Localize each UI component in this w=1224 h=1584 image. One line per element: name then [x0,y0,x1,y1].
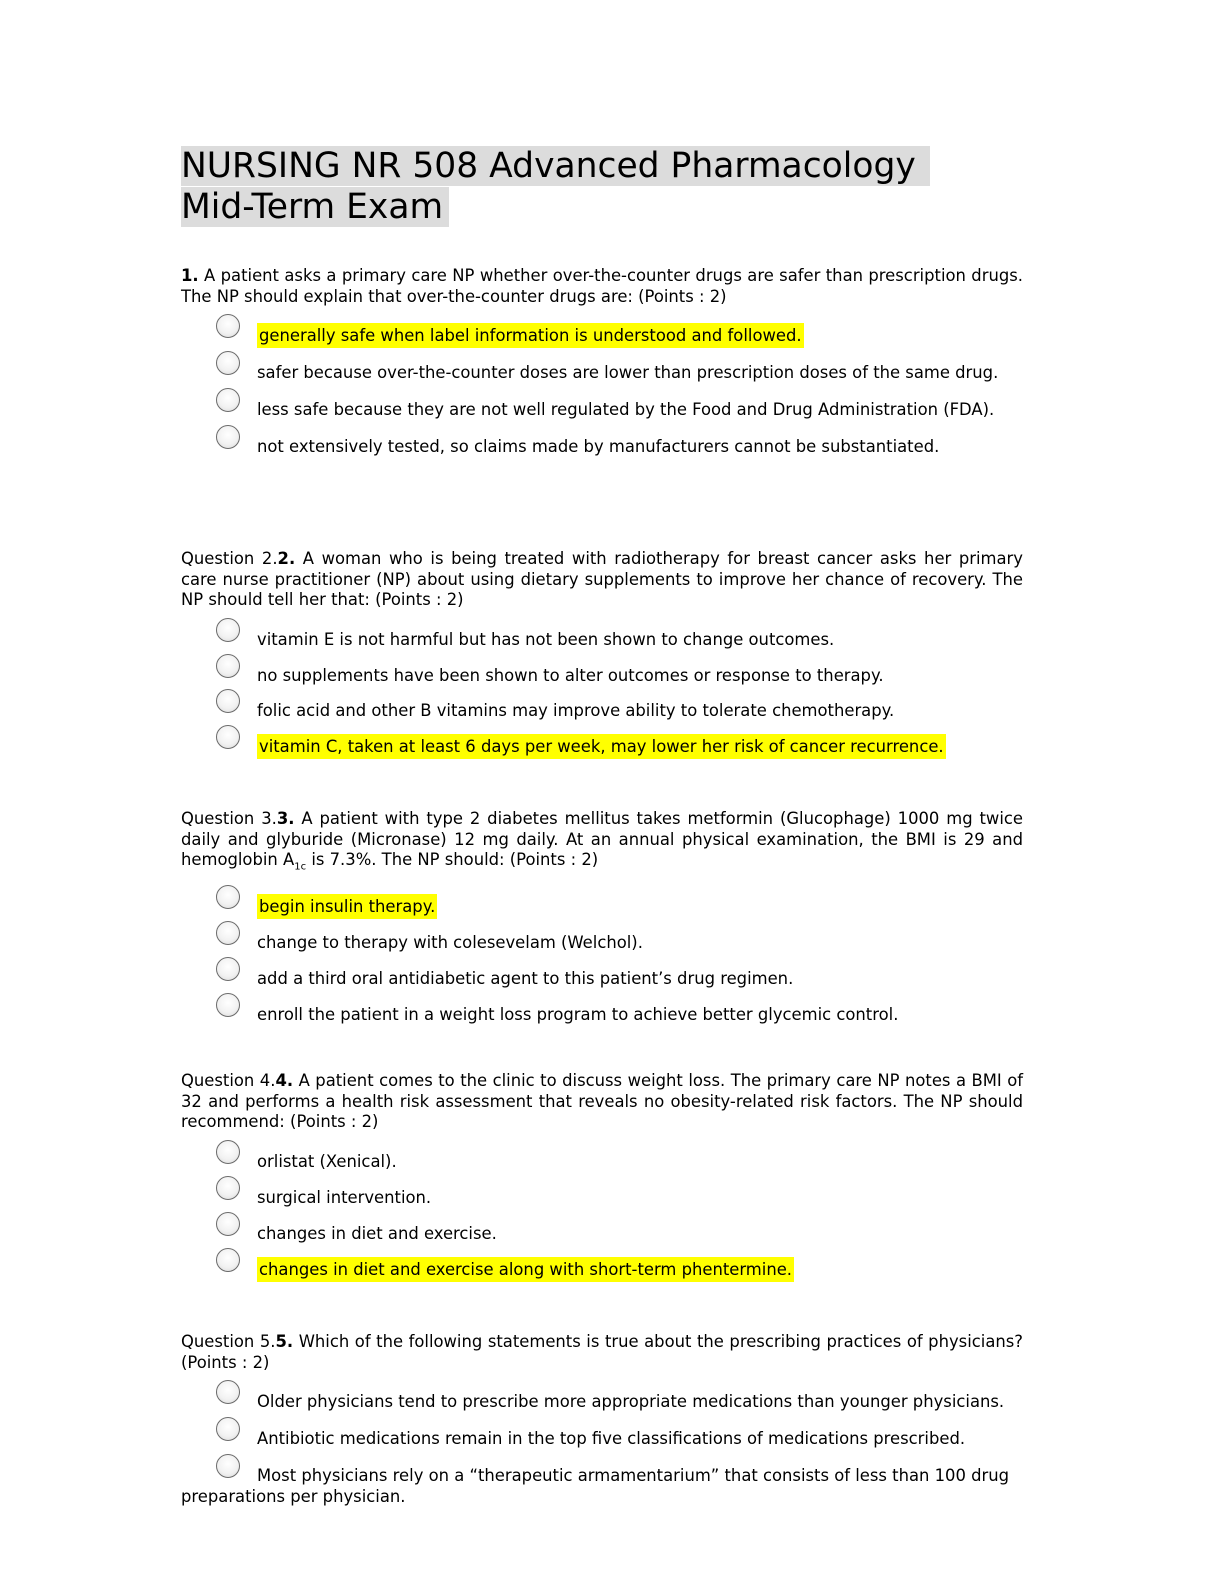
answer-option[interactable]: change to therapy with colesevelam (Welc… [181,921,1023,953]
radio-button-icon[interactable] [216,314,240,339]
answer-option[interactable]: not extensively tested, so claims made b… [181,425,1023,457]
document-page: NURSING NR 508 Advanced Pharmacology Mid… [181,146,1023,1506]
option-text: orlistat (Xenical). [257,1151,397,1171]
answer-option[interactable]: changes in diet and exercise. [181,1211,1023,1244]
answer-option[interactable]: enroll the patient in a weight loss prog… [181,993,1023,1025]
option-text: enroll the patient in a weight loss prog… [257,1005,899,1025]
option-text: vitamin C, taken at least 6 days per wee… [257,733,946,759]
answer-option[interactable]: surgical intervention. [181,1175,1023,1208]
question-2: Question 2.2. A woman who is being treat… [181,549,1023,759]
radio-button-icon[interactable] [216,653,240,678]
option-text: Antibiotic medications remain in the top… [257,1429,966,1449]
answer-option[interactable]: vitamin C, taken at least 6 days per wee… [181,724,1023,759]
question-text: A patient comes to the clinic to discuss… [181,1071,1023,1132]
radio-button-icon[interactable] [216,885,240,910]
answer-option[interactable]: Older physicians tend to prescribe more … [181,1380,1023,1412]
radio-button-icon[interactable] [216,1417,240,1442]
radio-button-icon[interactable] [216,688,240,713]
option-text: folic acid and other B vitamins may impr… [257,700,895,720]
option-text: Older physicians tend to prescribe more … [257,1392,1005,1412]
question-3: Question 3.3. A patient with type 2 diab… [181,809,1023,1025]
exam-title-line1: NURSING NR 508 Advanced Pharmacology [181,146,930,186]
option-text: add a third oral antidiabetic agent to t… [257,969,794,989]
answer-option[interactable]: add a third oral antidiabetic agent to t… [181,957,1023,989]
question-label: Question 5. [181,1332,276,1351]
exam-title: NURSING NR 508 Advanced Pharmacology Mid… [181,146,1023,228]
option-text: Most physicians rely on a “therapeutic a… [181,1466,1010,1507]
radio-button-icon[interactable] [216,1380,240,1405]
question-stem: Question 3.3. A patient with type 2 diab… [181,809,1023,878]
answer-option[interactable]: generally safe when label information is… [181,314,1023,349]
radio-button-icon[interactable] [216,993,240,1018]
question-stem: Question 5.5. Which of the following sta… [181,1332,1023,1373]
option-text: generally safe when label information is… [257,323,804,349]
question-label: Question 3. [181,809,277,828]
radio-button-icon[interactable] [216,388,240,413]
question-1: 1. A patient asks a primary care NP whet… [181,266,1023,457]
radio-button-icon[interactable] [216,425,240,450]
question-label: Question 2. [181,549,278,568]
question-text: A patient asks a primary care NP whether… [181,266,1023,306]
answer-option[interactable]: vitamin E is not harmful but has not bee… [181,617,1023,650]
exam-title-line2: Mid-Term Exam [181,187,450,227]
question-number: 3. [276,809,295,828]
radio-button-icon[interactable] [216,1211,240,1236]
answer-option[interactable]: orlistat (Xenical). [181,1139,1023,1172]
question-stem: Question 4.4. A patient comes to the cli… [181,1071,1023,1133]
radio-button-icon[interactable] [216,351,240,376]
question-text: Which of the following statements is tru… [181,1332,1023,1372]
question-number: 1. [181,266,199,285]
radio-button-icon[interactable] [216,1139,240,1164]
answer-option[interactable]: changes in diet and exercise along with … [181,1247,1023,1282]
option-text: no supplements have been shown to alter … [257,665,884,685]
answer-option[interactable]: folic acid and other B vitamins may impr… [181,688,1023,721]
radio-button-icon[interactable] [216,1247,240,1272]
radio-button-icon[interactable] [216,1454,240,1479]
option-text: change to therapy with colesevelam (Welc… [257,933,643,953]
answer-option[interactable]: Most physicians rely on a “therapeutic a… [181,1454,1023,1507]
question-stem: 1. A patient asks a primary care NP whet… [181,266,1023,307]
radio-button-icon[interactable] [216,617,240,642]
option-text: changes in diet and exercise along with … [257,1256,795,1282]
question-label: Question 4. [181,1071,276,1090]
answer-option[interactable]: Antibiotic medications remain in the top… [181,1417,1023,1449]
question-stem: Question 2.2. A woman who is being treat… [181,549,1023,611]
answer-option[interactable]: begin insulin therapy. [181,885,1023,920]
option-text: begin insulin therapy. [257,894,438,920]
answer-option[interactable]: no supplements have been shown to alter … [181,653,1023,686]
question-text: A woman who is being treated with radiot… [181,549,1023,610]
question-number: 4. [275,1071,294,1090]
radio-button-icon[interactable] [216,724,240,749]
option-text: surgical intervention. [257,1187,432,1207]
answer-option[interactable]: less safe because they are not well regu… [181,388,1023,420]
question-5: Question 5.5. Which of the following sta… [181,1332,1023,1507]
radio-button-icon[interactable] [216,1175,240,1200]
question-text-continued: is 7.3%. The NP should: (Points : 2) [306,850,599,870]
option-text: vitamin E is not harmful but has not bee… [257,629,835,649]
subscript: 1c [294,861,307,873]
radio-button-icon[interactable] [216,957,240,982]
question-text: A patient with type 2 diabetes mellitus … [181,809,1023,870]
option-text: safer because over-the-counter doses are… [257,363,999,383]
option-text: changes in diet and exercise. [257,1223,497,1243]
question-4: Question 4.4. A patient comes to the cli… [181,1071,1023,1282]
answer-option[interactable]: safer because over-the-counter doses are… [181,351,1023,383]
question-number: 5. [275,1332,294,1351]
question-number: 2. [277,549,296,568]
radio-button-icon[interactable] [216,921,240,946]
option-text: not extensively tested, so claims made b… [257,437,940,457]
option-text: less safe because they are not well regu… [257,400,995,420]
